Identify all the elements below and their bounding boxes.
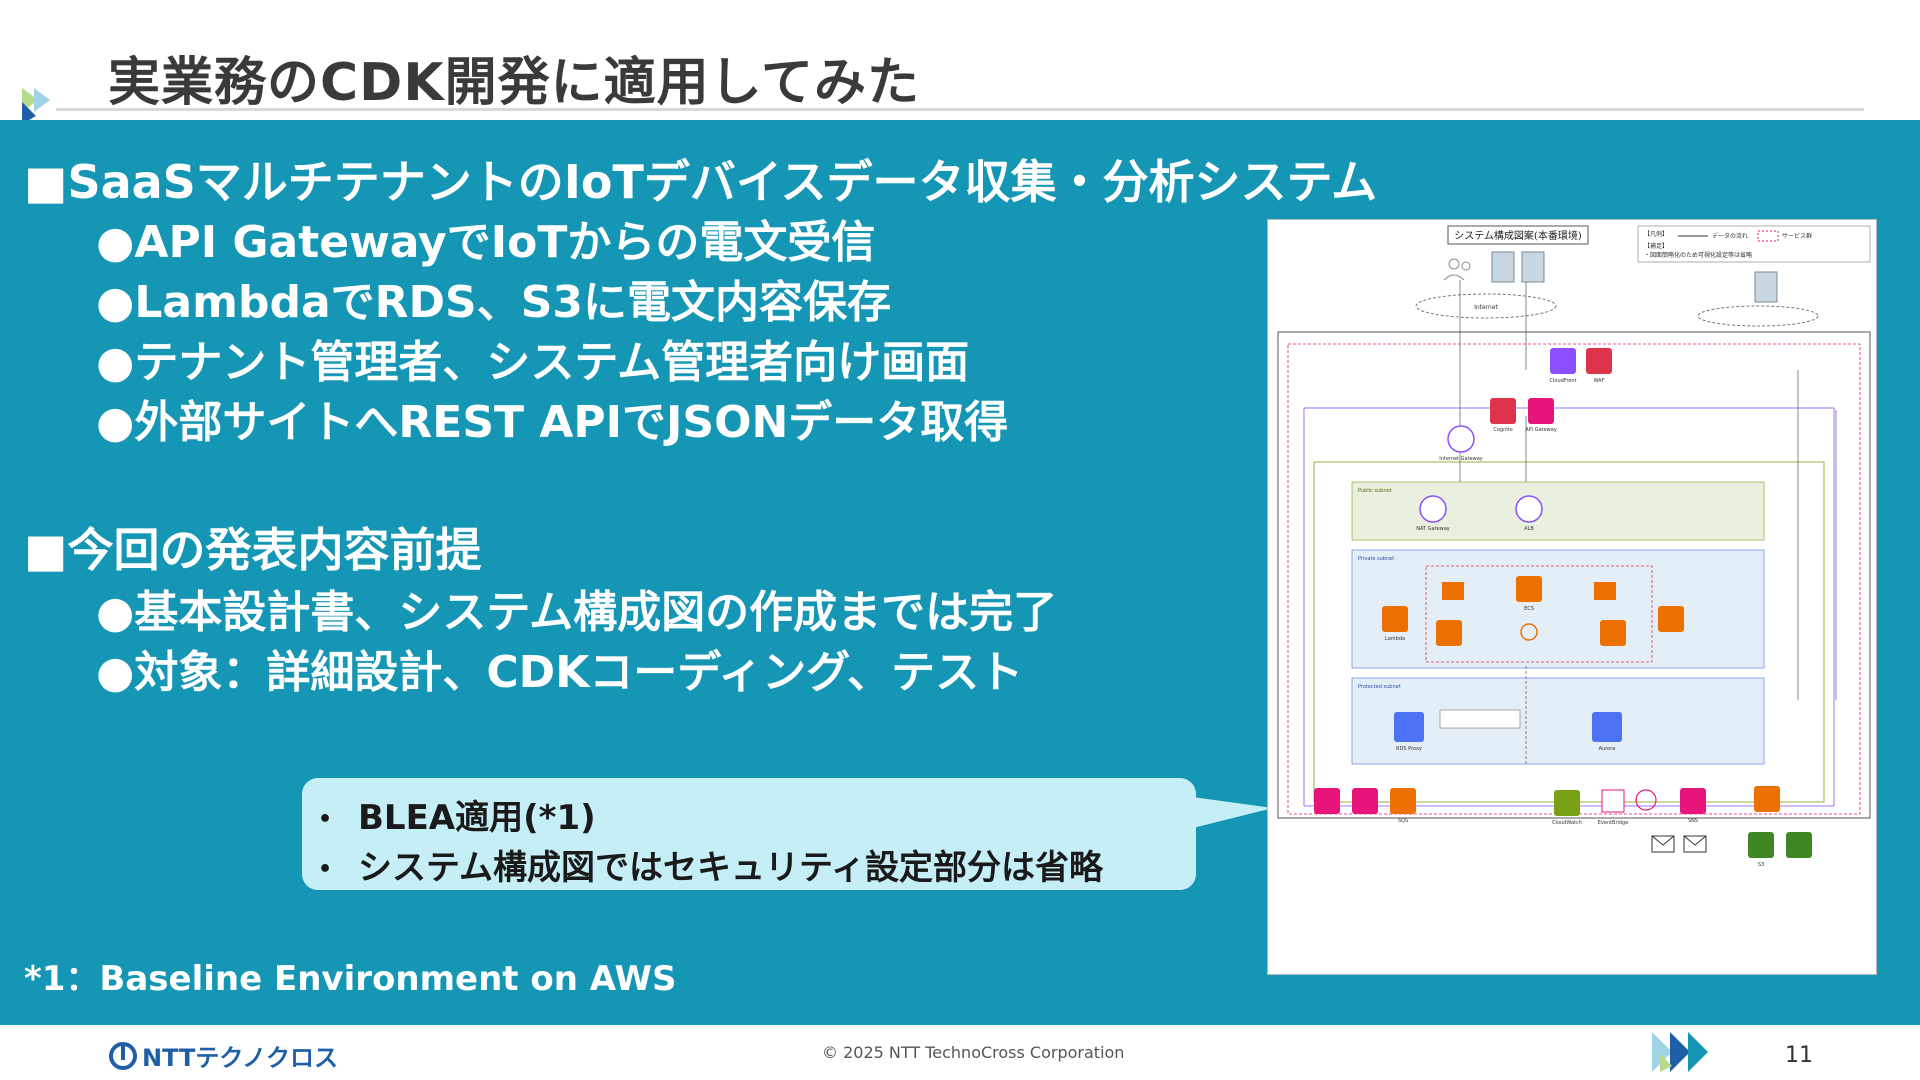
api-gateway-label: API Gateway: [1525, 427, 1557, 433]
cloudfront-label: CloudFront: [1550, 378, 1577, 384]
callout-item: •システム構成図ではセキュリティ設定部分は省略: [318, 848, 1103, 888]
logo-text: NTTテクノクロス: [142, 1044, 338, 1072]
page-title: 実業務のCDK開発に適用してみた: [108, 53, 921, 113]
legend-service: サービス群: [1782, 232, 1812, 240]
waf-label: WAF: [1594, 378, 1605, 384]
diagram-title: システム構成図案(本番環境): [1454, 229, 1582, 242]
architecture-diagram: システム構成図案(本番環境) 【凡例】 データの流れ サービス群 【補足】 ・図…: [1267, 219, 1877, 975]
bullet-item: ●LambdaでRDS、S3に電文内容保存: [96, 277, 892, 328]
bullet-item: ●テナント管理者、システム管理者向け画面: [96, 337, 970, 388]
chevron-arrows-icon: [1652, 1032, 1708, 1072]
architecture-diagram-canvas: システム構成図案(本番環境) 【凡例】 データの流れ サービス群 【補足】 ・図…: [1277, 225, 1871, 868]
eventbridge-label: EventBridge: [1598, 820, 1629, 826]
callout-item: •BLEA適用(*1): [318, 798, 596, 838]
internet-gateway-label: Internet Gateway: [1439, 456, 1483, 462]
company-logo: NTTテクノクロス: [108, 1038, 338, 1073]
protected-subnet-label: Protected subnet: [1358, 684, 1401, 690]
section-heading-premise: ■今回の発表内容前提: [24, 523, 482, 577]
nat-gateway-label: NAT Gateway: [1416, 526, 1450, 532]
section-heading-system: ■SaaSマルチテナントのIoTデバイスデータ収集・分析システム: [24, 155, 1378, 209]
private-subnet-label: Private subnet: [1358, 556, 1394, 562]
cloudwatch-label: CloudWatch: [1552, 820, 1582, 826]
bullet-item: ●API GatewayでIoTからの電文受信: [96, 217, 876, 268]
page-number: 11: [1785, 1043, 1813, 1068]
internet-label: Internet: [1474, 304, 1498, 311]
legend-note-title: 【補足】: [1644, 242, 1668, 250]
corner-triangle-icon: [22, 88, 50, 124]
bullet-item: ●基本設計書、システム構成図の作成までは完了: [96, 587, 1058, 638]
copyright: © 2025 NTT TechnoCross Corporation: [822, 1043, 1125, 1062]
ntt-logo-icon: [109, 1041, 137, 1070]
lambda-label: Lambda: [1385, 636, 1405, 642]
ecs-label: ECS: [1524, 606, 1534, 612]
legend-title: 【凡例】: [1644, 230, 1668, 238]
title-divider: [56, 108, 1864, 111]
bullet-item: ●外部サイトへREST APIでJSONデータ取得: [96, 397, 1009, 448]
legend-note: ・図面簡略化のため可視化設定等は省略: [1644, 251, 1752, 259]
sqs-label: SQS: [1398, 818, 1408, 824]
bullet-item: ●対象：詳細設計、CDKコーディング、テスト: [96, 647, 1024, 698]
rds-proxy-label: RDS Proxy: [1396, 746, 1422, 752]
alb-label: ALB: [1524, 526, 1534, 532]
callout-pointer: [1185, 796, 1273, 830]
footnote: *1：Baseline Environment on AWS: [24, 959, 677, 999]
cognito-label: Cognito: [1493, 427, 1512, 433]
aurora-label: Aurora: [1599, 746, 1616, 752]
legend-data-flow: データの流れ: [1712, 232, 1748, 240]
callout-box: •BLEA適用(*1) •システム構成図ではセキュリティ設定部分は省略: [302, 778, 1196, 890]
public-subnet-label: Public subnet: [1358, 488, 1392, 494]
s3-label: S3: [1758, 862, 1764, 868]
sns-label: SNS: [1688, 818, 1698, 824]
